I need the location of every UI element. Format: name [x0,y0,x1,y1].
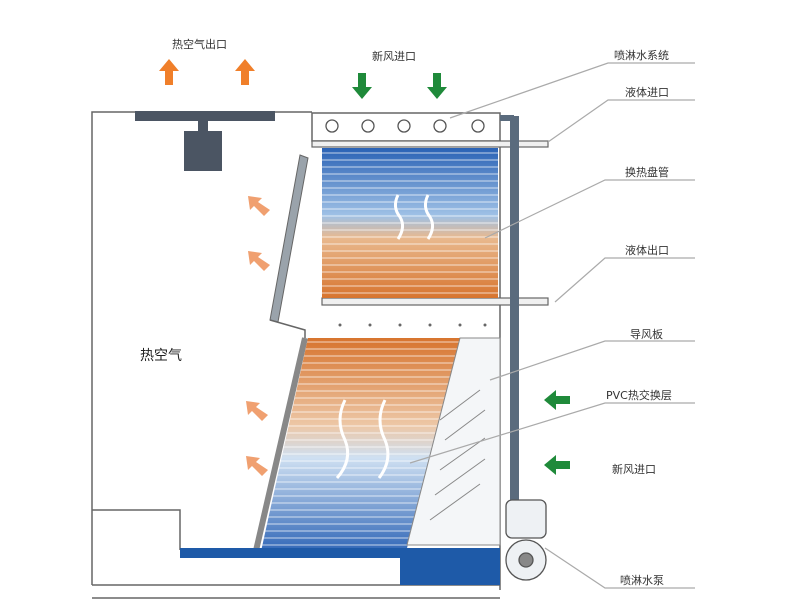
label-fresh-air-inlet-side: 新风进口 [612,463,656,476]
fan [135,111,275,171]
hot-air-flow-arrows [246,196,270,476]
hot-air-outlet-arrows [159,59,255,85]
spray-pump [505,499,547,581]
label-hot-air-outlet: 热空气出口 [172,38,227,51]
heat-exchange-coil [322,148,498,298]
louvers [406,337,501,546]
vertical-water-pipe [510,116,519,516]
spray-drops [338,323,487,327]
label-spray-pump: 喷淋水泵 [620,574,664,587]
fresh-air-inlet-top-arrows [352,73,447,99]
fan-motor [184,131,222,171]
label-liquid-inlet: 液体进口 [625,86,669,99]
leader-lines [409,62,695,589]
water-basin [180,548,500,585]
air-guide-plate [252,154,309,556]
fresh-air-inlet-side-arrows [544,390,570,475]
label-pvc-fill: PVC热交换层 [606,389,672,402]
pvc-fill [260,338,460,556]
label-hot-air: 热空气 [140,348,182,364]
spray-water-system [311,112,501,142]
label-air-guide-plate: 导风板 [630,328,663,341]
label-spray-water-system: 喷淋水系统 [614,49,669,62]
label-heat-exchange-coil: 换热盘管 [625,166,669,179]
label-fresh-air-inlet-top: 新风进口 [372,50,416,63]
label-liquid-outlet: 液体出口 [625,244,669,257]
